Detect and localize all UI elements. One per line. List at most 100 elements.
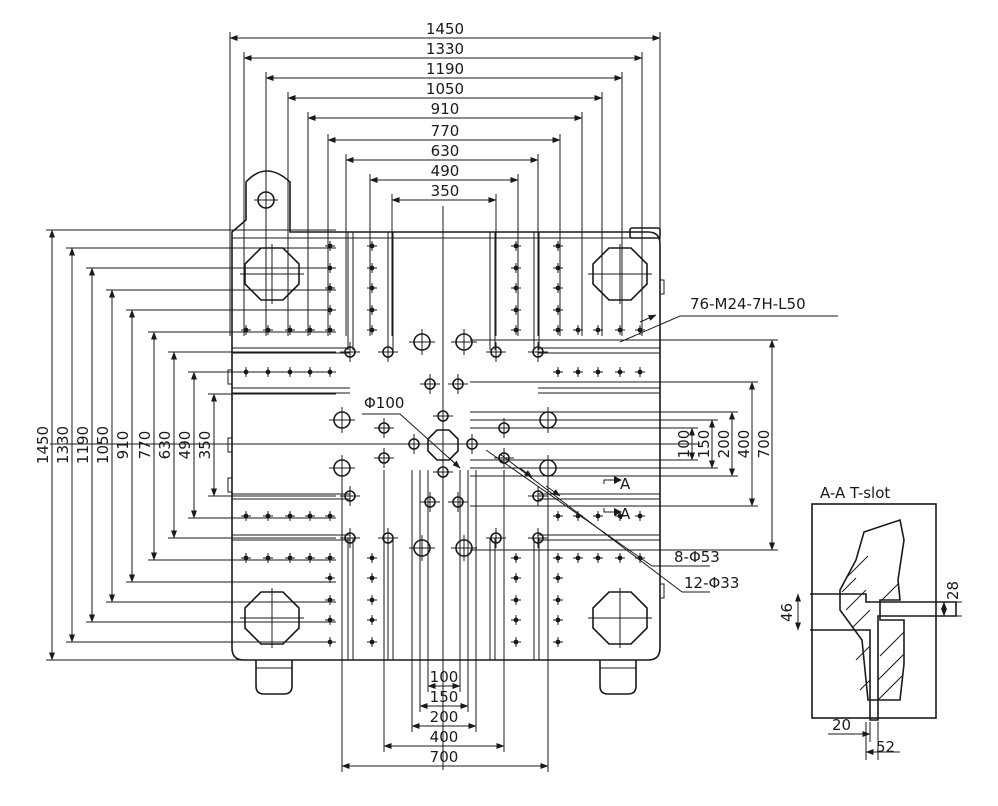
tapped-hole	[263, 367, 273, 377]
tapped-hole	[615, 325, 625, 335]
tapped-hole	[511, 615, 521, 625]
section-markers: A A	[603, 475, 631, 523]
tapped-hole	[553, 573, 563, 583]
tapped-hole	[305, 367, 315, 377]
tapped-hole	[553, 305, 563, 315]
tapped-hole	[325, 553, 335, 563]
tapped-holes-m24	[241, 241, 645, 647]
left-dim-label: 1450	[34, 426, 52, 464]
through-hole	[462, 434, 482, 454]
tapped-hole	[511, 283, 521, 293]
tapped-hole	[511, 595, 521, 605]
top-dim-label: 770	[431, 122, 460, 140]
tapped-hole	[285, 553, 295, 563]
tapped-hole	[635, 511, 645, 521]
tapped-hole	[305, 553, 315, 563]
top-dim-label: 490	[431, 162, 460, 180]
tapped-hole	[285, 511, 295, 521]
tapped-hole	[553, 241, 563, 251]
tapped-hole	[573, 367, 583, 377]
right-dim-label: 200	[715, 430, 733, 459]
platen-outline	[227, 170, 665, 695]
bottom-dim-label: 100	[430, 668, 459, 686]
tapped-hole	[553, 325, 563, 335]
tapped-hole	[285, 367, 295, 377]
through-hole	[528, 528, 548, 548]
tapped-hole	[511, 263, 521, 273]
through-hole	[409, 535, 435, 561]
through-hole	[329, 407, 355, 433]
tapped-hole	[285, 325, 295, 335]
top-dim-label: 630	[431, 142, 460, 160]
tapped-hole	[511, 637, 521, 647]
tslot-section-detail: A-A T-slot 46 28 20 52	[778, 484, 962, 760]
tapped-hole	[593, 367, 603, 377]
through-hole	[528, 486, 548, 506]
top-dim-label: 1330	[426, 40, 464, 58]
tapped-hole	[553, 637, 563, 647]
through-hole	[374, 418, 394, 438]
tapped-hole	[305, 511, 315, 521]
t-slots	[232, 232, 660, 660]
bottom-dim-label: 400	[430, 728, 459, 746]
tapped-hole	[553, 263, 563, 273]
tapped-hole	[241, 511, 251, 521]
tapped-hole	[325, 241, 335, 251]
through-hole	[448, 492, 468, 512]
thread-spec-label: 76-M24-7H-L50	[690, 295, 806, 313]
through-hole	[329, 455, 355, 481]
tslot-dim-28: 28	[944, 581, 962, 600]
left-dim-label: 1190	[74, 426, 92, 464]
tslot-dim-46: 46	[778, 603, 796, 622]
through-holes	[329, 329, 561, 561]
bottom-dim-label: 700	[430, 748, 459, 766]
left-dim-label: 910	[114, 431, 132, 460]
tapped-hole	[593, 553, 603, 563]
extension-lines	[46, 32, 778, 772]
tapped-hole	[367, 263, 377, 273]
tapped-hole	[325, 595, 335, 605]
left-dim-label: 1330	[54, 426, 72, 464]
through-hole	[420, 374, 440, 394]
tapped-hole	[263, 325, 273, 335]
phi100-label: Φ100	[364, 394, 404, 412]
tapped-hole	[305, 325, 315, 335]
tslot-title: A-A T-slot	[820, 484, 890, 502]
center-hole-phi100	[424, 426, 462, 464]
tapped-hole	[553, 615, 563, 625]
tapped-hole	[241, 367, 251, 377]
tapped-hole	[367, 325, 377, 335]
tapped-hole	[511, 241, 521, 251]
tapped-hole	[553, 283, 563, 293]
through-hole	[535, 407, 561, 433]
through-hole	[433, 462, 453, 482]
tapped-hole	[367, 637, 377, 647]
through-hole	[528, 342, 548, 362]
tapped-hole	[325, 325, 335, 335]
tapped-hole	[511, 305, 521, 315]
tapped-hole	[635, 367, 645, 377]
tapped-hole	[241, 325, 251, 335]
tapped-hole	[553, 595, 563, 605]
section-a-top: A	[620, 475, 631, 493]
tapped-hole	[367, 615, 377, 625]
tslot-dim-20: 20	[832, 716, 851, 734]
bottom-dim-label: 200	[430, 708, 459, 726]
tapped-hole	[325, 615, 335, 625]
top-dim-label: 350	[431, 182, 460, 200]
through-hole	[486, 528, 506, 548]
through-hole	[451, 329, 477, 355]
tslot-dim-52: 52	[876, 738, 895, 756]
through-hole	[420, 492, 440, 512]
bottom-dimensions: 100 150 200 400 700	[341, 668, 549, 769]
holes-53-label: 8-Φ53	[674, 548, 720, 566]
tapped-hole	[367, 241, 377, 251]
center-lines	[50, 206, 700, 770]
right-dim-label: 100	[675, 430, 693, 459]
tapped-hole	[367, 305, 377, 315]
bottom-dim-label: 150	[430, 688, 459, 706]
tapped-hole	[367, 573, 377, 583]
